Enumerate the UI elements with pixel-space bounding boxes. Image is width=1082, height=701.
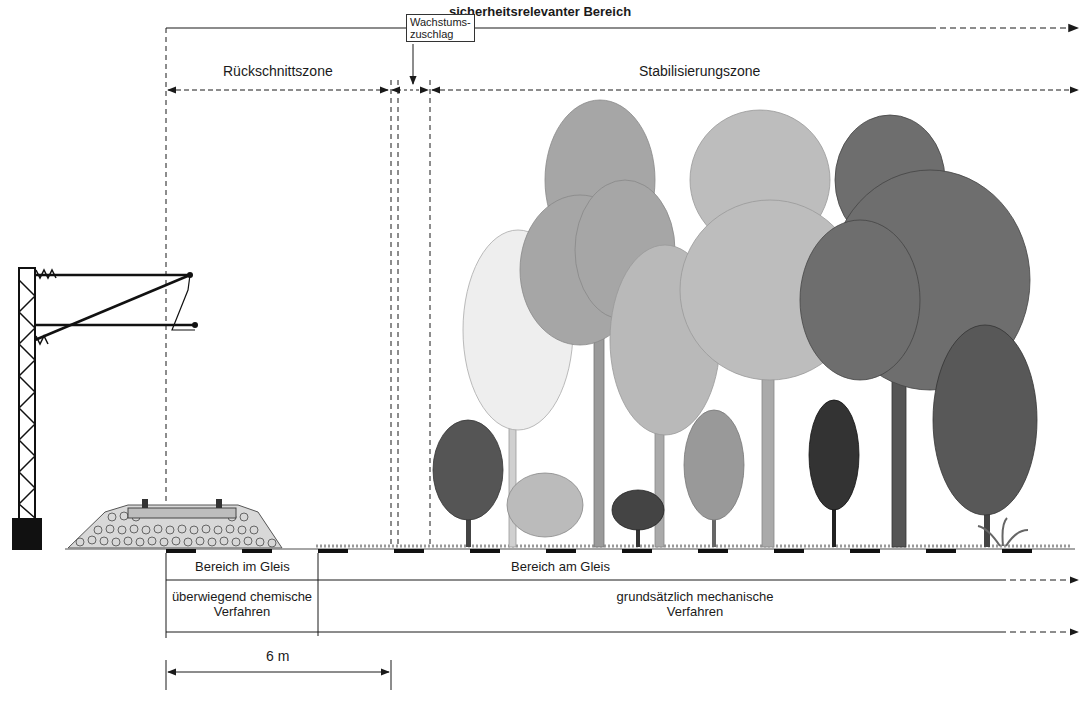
dimension-tick bbox=[166, 660, 167, 690]
zone-arrow bbox=[432, 90, 1078, 91]
dimension-tick bbox=[391, 660, 392, 690]
zone-arrow bbox=[392, 90, 428, 91]
growth-allowance-box: Wachstums- zuschlag bbox=[406, 14, 475, 42]
row-line bbox=[318, 580, 1000, 581]
zone-dimension-label: sicherheitsrelevanter Bereich bbox=[449, 5, 631, 20]
row-line bbox=[1000, 632, 1078, 633]
zone-boundary bbox=[391, 80, 392, 548]
row-line bbox=[166, 580, 318, 581]
area-label: Bereich am Gleis bbox=[511, 560, 610, 575]
method-label: grundsätzlich mechanische Verfahren bbox=[615, 590, 775, 620]
zone-boundary bbox=[430, 80, 431, 548]
ground-vegetation bbox=[316, 545, 1072, 548]
pointer-arrow bbox=[413, 44, 414, 84]
track-ballast bbox=[68, 499, 282, 548]
dimension-label: 6 m bbox=[266, 648, 289, 664]
row-line bbox=[166, 632, 1000, 633]
tree-stand bbox=[433, 100, 1037, 547]
zone-boundary bbox=[166, 28, 167, 548]
zone-label: Stabilisierungszone bbox=[639, 63, 760, 79]
row-boundary bbox=[166, 553, 167, 638]
row-boundary bbox=[318, 553, 319, 636]
method-label: überwiegend chemische Verfahren bbox=[167, 590, 317, 620]
row-line bbox=[1000, 580, 1078, 581]
distance-markers bbox=[166, 549, 1032, 553]
zone-arrow bbox=[168, 90, 388, 91]
box-text: Wachstums- zuschlag bbox=[410, 16, 471, 40]
dimension-line bbox=[930, 27, 1078, 28]
dimension-line bbox=[166, 27, 930, 28]
zone-boundary bbox=[398, 80, 399, 548]
area-label: Bereich im Gleis bbox=[195, 560, 290, 575]
dimension-line bbox=[168, 672, 389, 673]
zone-label: Rückschnittszone bbox=[223, 63, 333, 79]
